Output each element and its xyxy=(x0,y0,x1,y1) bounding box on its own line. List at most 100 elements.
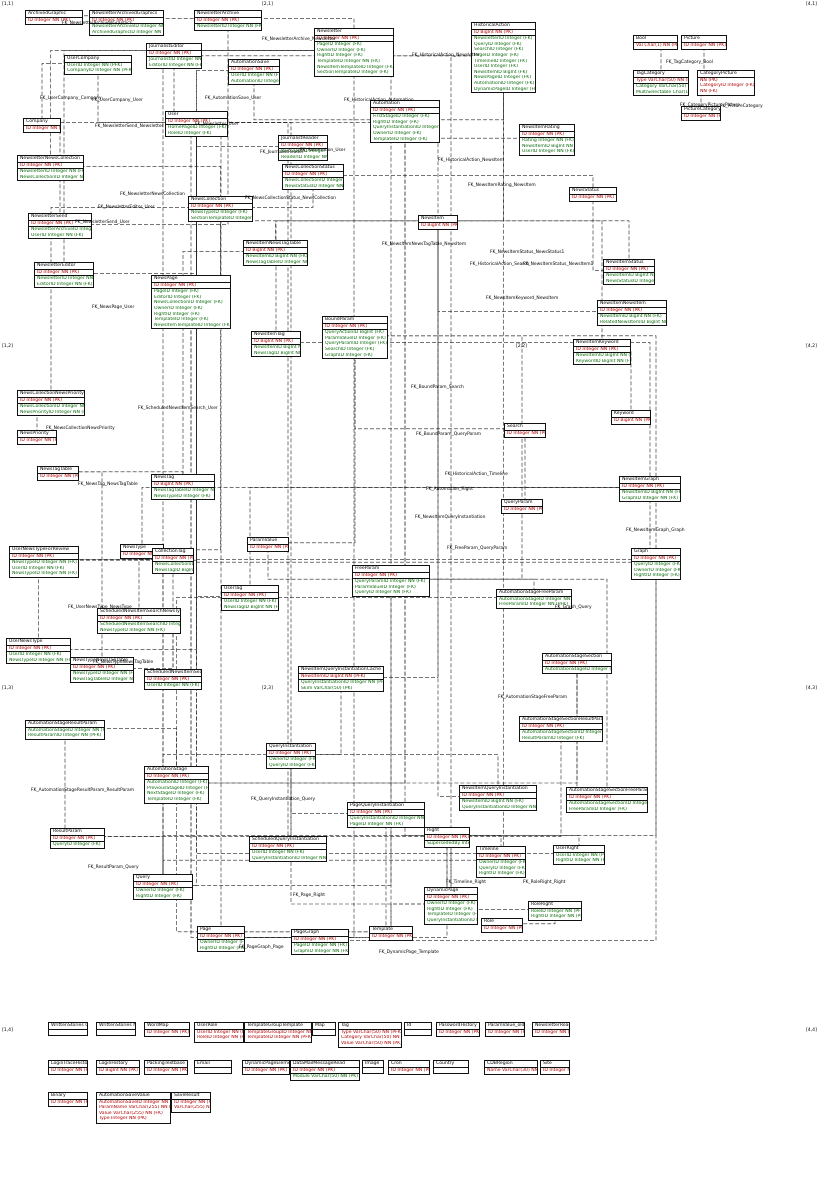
column: NewsCollectionID Integer (FK) xyxy=(154,300,223,306)
fk-label: FK_UserNewsType_NewsType xyxy=(68,605,132,610)
column: QueryParamID Integer (FK) xyxy=(325,341,387,347)
column: OwnerID Integer (FK) xyxy=(134,887,192,894)
primary-key-column: Type Integer NN (PK) xyxy=(99,1116,147,1122)
primary-key-column: ID Integer NN (PK) xyxy=(479,853,522,859)
column: Module VarChar(50) NN (PK) xyxy=(291,1073,359,1080)
table-image: Image xyxy=(362,1060,384,1074)
relationship-line xyxy=(176,597,534,783)
primary-key-column: ID Integer NN (PK) xyxy=(92,17,135,23)
column: FreeParamID Integer NN (PFK) xyxy=(499,602,568,608)
primary-key-column: RoleID Integer NN (PFK) xyxy=(197,1035,243,1041)
column: QueryInstantiationID Integer NN (PFK) xyxy=(299,679,383,686)
column: NewsTagTableID Integer NN (FK) xyxy=(246,259,307,265)
relationship-line xyxy=(64,728,78,837)
fk-label: FK_NewsletterSend_Newsletter xyxy=(95,124,164,129)
fk-label: FK_NewsItemStatus_NewsStatus1 xyxy=(490,250,565,255)
table-id: Id xyxy=(404,1022,432,1036)
primary-key-column: ID Integer NN (PK) xyxy=(293,1067,336,1073)
fk-label: FK_HistoricalAction_NewsItem xyxy=(438,158,504,163)
table-name: Picture xyxy=(682,36,726,43)
column: NewsletterID Integer NN (FK) xyxy=(195,23,261,30)
column: HomePageID Integer (FK) xyxy=(166,124,227,131)
fk-label: FK_DynamicPage_Template xyxy=(379,950,439,955)
column: OwnerID Integer (FK) xyxy=(373,130,422,136)
column: NewsItemID BigInt NN (FK) xyxy=(252,344,300,351)
fk-label: FK_ResultParam_Query xyxy=(88,865,139,870)
primary-key-column: ID Integer NN (PK) xyxy=(123,551,163,557)
column: NewsCollectionID Integer NN (FK) xyxy=(283,177,343,184)
primary-key-column: ID BigInt NN (PK) xyxy=(246,247,285,253)
column: ParamValueID Integer (FK) xyxy=(355,584,416,590)
primary-key-column: ID Integer NN (PK) xyxy=(73,664,116,670)
column: ResultParamID Integer (FK) xyxy=(522,735,585,741)
relationship-line xyxy=(60,18,229,225)
table-name: PageGraph xyxy=(292,930,348,937)
fk-label: FK_Page_Right xyxy=(293,893,325,898)
column: AutomationStageID Integer NN (PFK) xyxy=(28,727,104,733)
table-name: ScheduledNewsItemSearch xyxy=(145,670,201,677)
relationship-line xyxy=(404,119,447,836)
primary-key-column: ID Integer NN (PK) xyxy=(522,723,565,729)
column: NewsCollectionID Integer NN (FK) xyxy=(153,561,193,568)
primary-key-column: ID Integer NN (PK) xyxy=(9,645,52,651)
column: TemplateID Integer NN (FK) xyxy=(317,58,380,64)
column: MultiSelectable Char(1) (FK) xyxy=(636,89,688,95)
table-name: Timeline xyxy=(477,847,525,854)
column: UserID Integer NN (FK) xyxy=(145,682,201,689)
table-name: Map xyxy=(313,1023,335,1030)
table-name: DynamicPage xyxy=(425,888,477,895)
primary-key-column: Type VarChar(50) NN (PK) xyxy=(636,77,688,83)
column: QueryInstantiationID Integer (FK) xyxy=(373,125,439,131)
column: SearchID Integer (FK) xyxy=(474,47,524,53)
table-name: Site xyxy=(541,1061,569,1068)
page-marker: [1,2] xyxy=(2,344,13,349)
column: RightID Integer (FK) xyxy=(427,906,473,912)
column: QueryID Integer (FK) xyxy=(269,762,315,768)
table-name: NewsletterRead xyxy=(533,1023,569,1030)
table-name: NewsItemNewsTagTable xyxy=(244,241,307,248)
table-name: PackingTextbase xyxy=(145,1061,187,1068)
column: RightID Integer (FK) xyxy=(317,53,363,59)
page-marker: [4,3] xyxy=(806,686,817,691)
column: UserID Integer (FK) xyxy=(474,64,519,70)
table-name: NewsItemQueryInstantiation xyxy=(460,786,536,793)
primary-key-column: ID Integer NN (PK) xyxy=(488,1029,524,1035)
column: ParamValueID Integer (FK) xyxy=(325,335,386,341)
primary-key-column: ID Integer NN (PK) xyxy=(252,843,295,849)
column: OwnerID Integer (FK) xyxy=(267,756,315,763)
page-marker: [2,3] xyxy=(262,686,273,691)
relationship-line xyxy=(163,122,197,886)
page-marker: [2,1] xyxy=(262,2,273,7)
column: DynamicPageID Integer (FK) xyxy=(474,86,535,92)
column: GraphID Integer (FK) xyxy=(325,352,373,358)
table-name: UserTag xyxy=(222,586,278,593)
primary-key-column: ID Integer NN (PK) xyxy=(245,1067,288,1073)
table-name: QueryParam xyxy=(502,500,542,507)
primary-key-column: ID BigInt NN (PK) xyxy=(474,29,513,35)
table-name: NewsCollectionStatus xyxy=(283,165,343,172)
column: NewsStatusID Integer NN (FK) xyxy=(285,183,343,189)
primary-key-column: ID Integer NN (PK) xyxy=(355,572,398,578)
primary-key-column: ID Integer NN (PK) xyxy=(40,473,78,479)
primary-key-column: ID Integer NN (PK) xyxy=(269,750,312,756)
table-name: DataMailMessageRead xyxy=(291,1061,359,1068)
column: NewsletterArchiveID Integer NN (FK) xyxy=(29,226,91,233)
table-name: Tag xyxy=(339,1023,401,1030)
primary-key-column: ID Integer NN (PK) xyxy=(507,430,545,436)
table-name: NewsItemQueryInstantiationCache xyxy=(299,667,383,674)
column: PageID Integer (FK) xyxy=(315,41,393,48)
